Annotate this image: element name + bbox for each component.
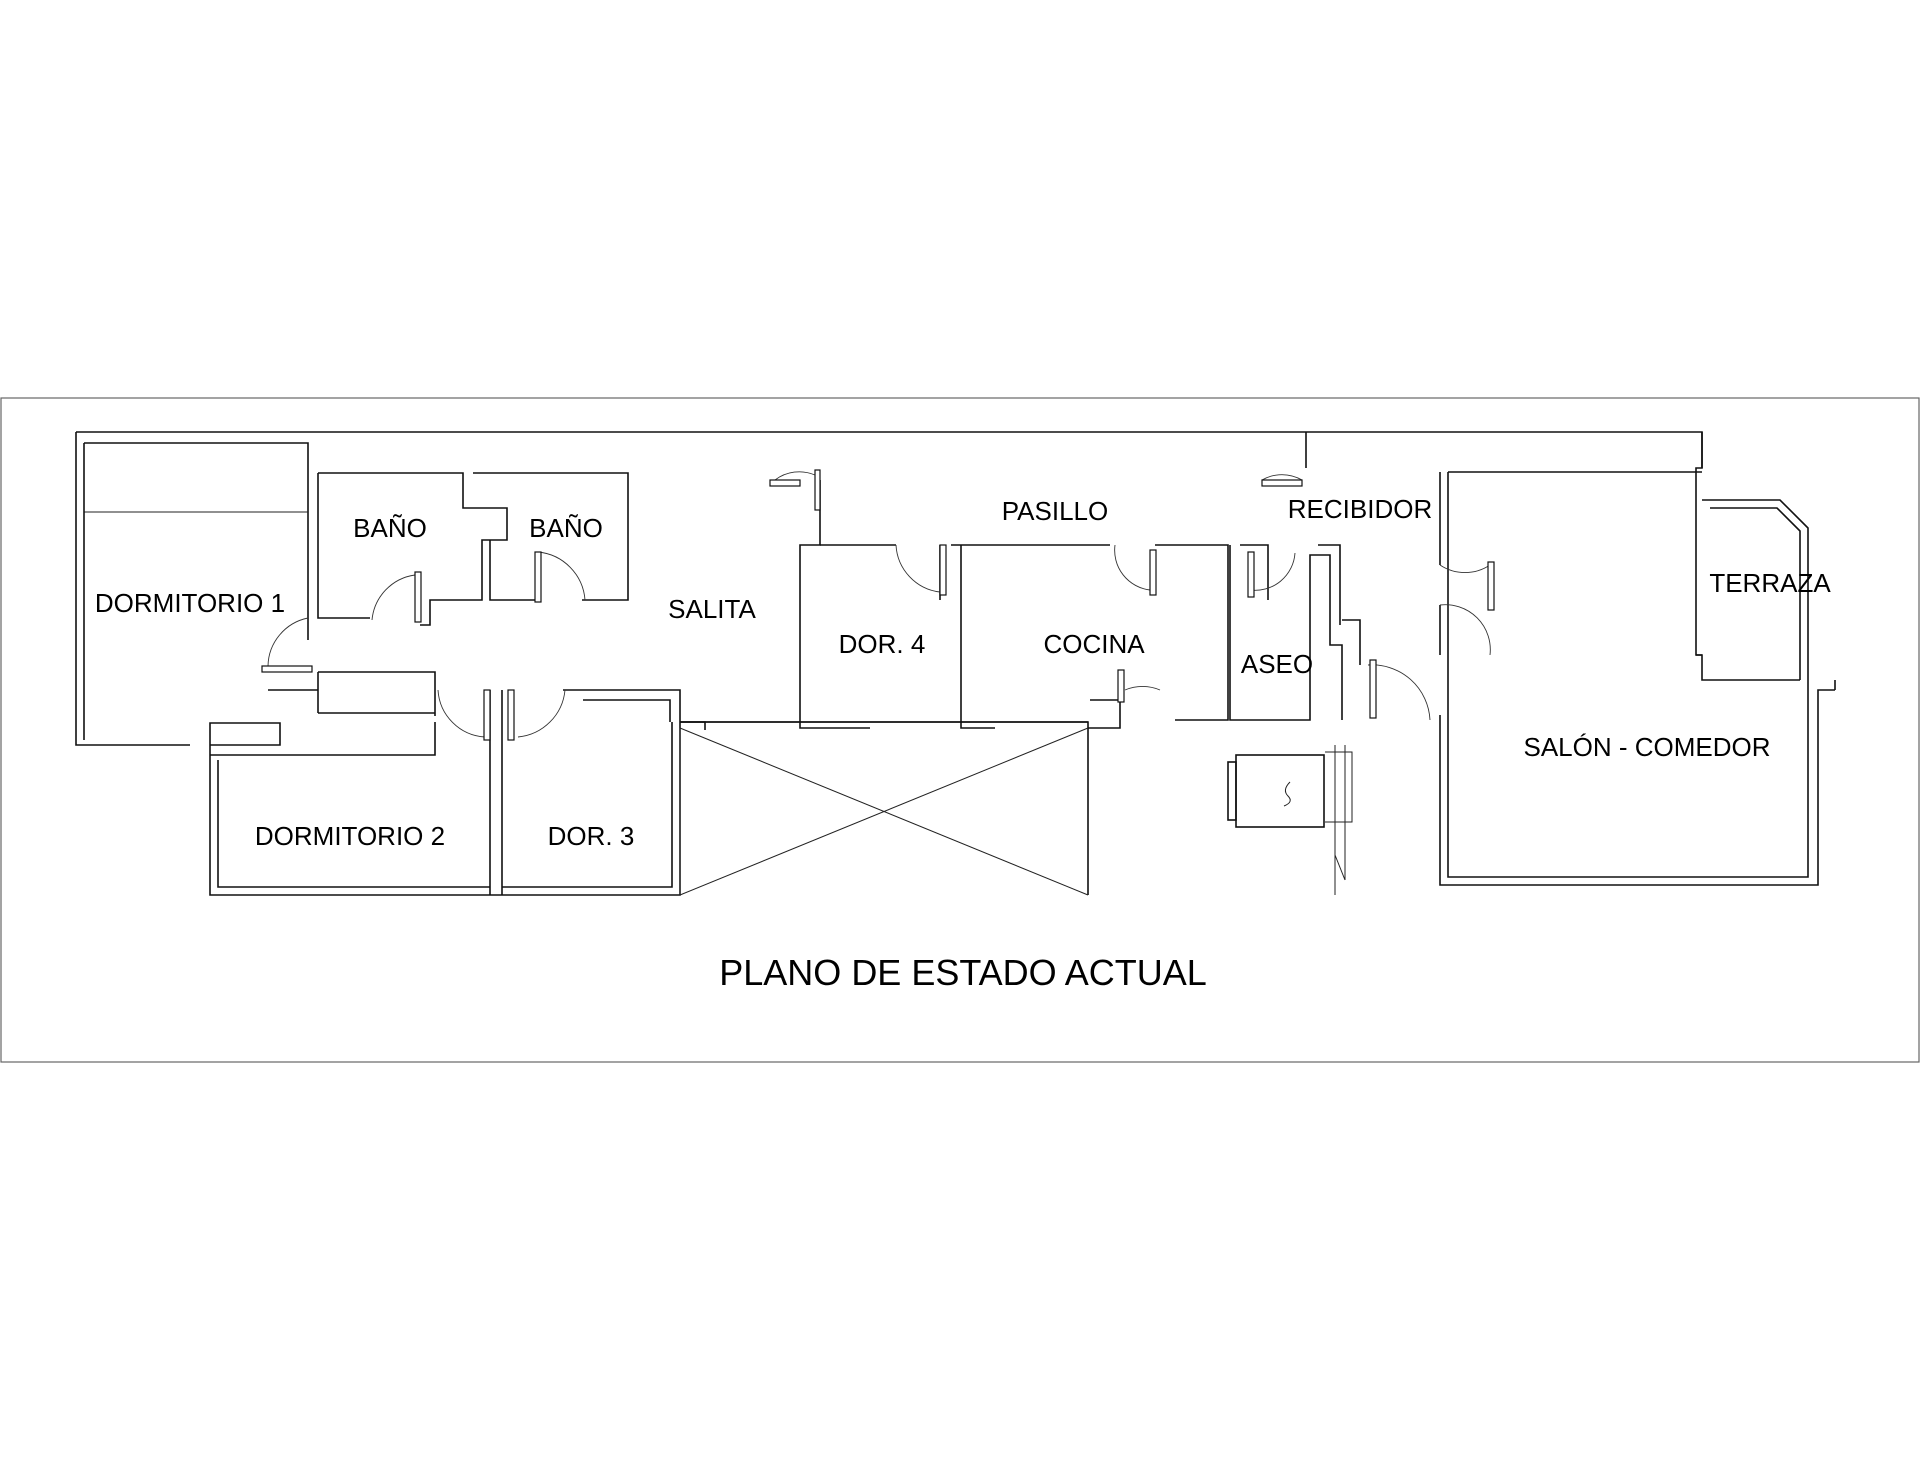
room-label-salita: SALITA <box>668 594 756 624</box>
room-label-salon-comedor: SALÓN - COMEDOR <box>1523 732 1770 762</box>
room-label-dormitorio-1: DORMITORIO 1 <box>95 588 285 618</box>
room-label-bano-1: BAÑO <box>353 513 427 543</box>
room-label-cocina: COCINA <box>1043 629 1145 659</box>
doors <box>261 469 1495 741</box>
room-label-aseo: ASEO <box>1241 649 1313 679</box>
room-label-pasillo: PASILLO <box>1002 496 1108 526</box>
walls <box>75 431 1836 896</box>
room-label-recibidor: RECIBIDOR <box>1288 494 1432 524</box>
sheet-frame <box>0 397 1920 1063</box>
room-label-dor-3: DOR. 3 <box>548 821 635 851</box>
room-label-bano-2: BAÑO <box>529 513 603 543</box>
plan-title: PLANO DE ESTADO ACTUAL <box>719 952 1206 993</box>
room-label-terraza: TERRAZA <box>1709 568 1831 598</box>
room-label-dormitorio-2: DORMITORIO 2 <box>255 821 445 851</box>
room-label-dor-4: DOR. 4 <box>839 629 926 659</box>
